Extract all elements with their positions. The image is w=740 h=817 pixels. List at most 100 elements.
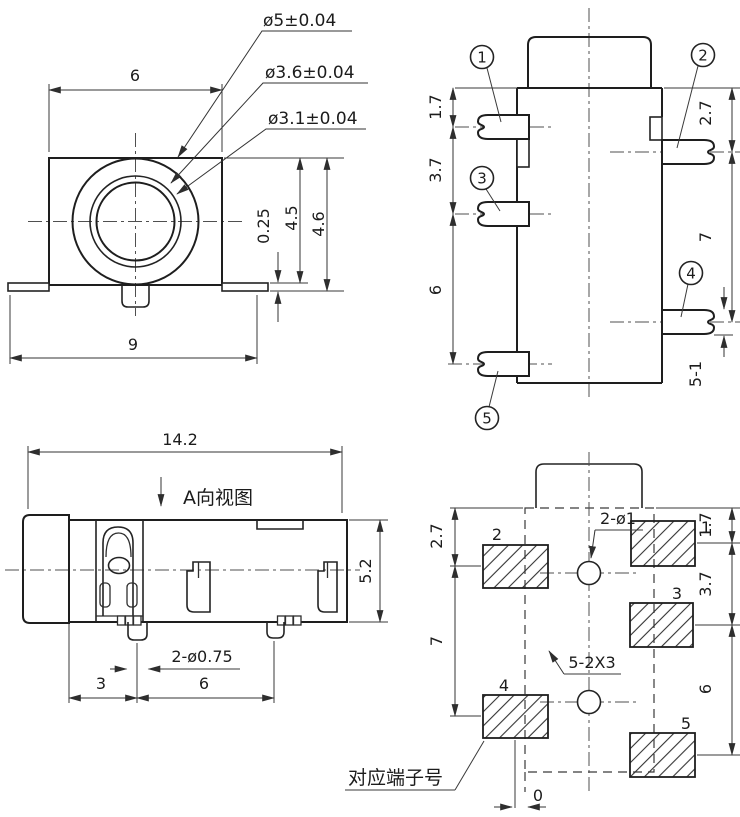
side-spring-inner	[105, 532, 132, 558]
terminal-1-leg	[516, 138, 530, 168]
front-view: ø5±0.04 ø3.6±0.04 ø3.1±0.04 6 9 0.25 4.5…	[7, 11, 368, 364]
pcb-footprint-view: 2 1 3 4 5 2-ø1 5-2X3 2.7 7 1.7 3.7 6 0 对…	[345, 452, 740, 811]
dim-height-outer: 4.6	[309, 211, 328, 236]
pcb-hole-top	[576, 560, 602, 586]
terminal-4-fork	[661, 309, 716, 335]
front-flange-right	[221, 282, 269, 292]
terminal-body-edges	[516, 88, 663, 384]
dim-pcb-6: 6	[696, 684, 715, 694]
dim-height-inner: 4.5	[282, 205, 301, 230]
ext-terminal-right	[664, 87, 740, 336]
side-body-outline	[68, 519, 348, 623]
hole-label-leader	[589, 529, 597, 559]
terminal-1-balloon	[469, 44, 495, 70]
front-bottom-tab	[121, 285, 150, 308]
leader-d5	[177, 30, 352, 158]
dim-3-7: 3.7	[426, 157, 445, 182]
dim-height: 5.2	[356, 558, 375, 583]
leader-d31	[176, 128, 366, 195]
pcb-pad-3-number: 3	[672, 584, 682, 603]
side-hook-right	[317, 561, 338, 613]
terminal-cap	[527, 36, 652, 88]
leader-d36	[170, 82, 368, 184]
terminal-2-leg	[649, 116, 663, 141]
terminal-2-number: 2	[698, 47, 708, 65]
dim-flange-thickness: 0.25	[254, 208, 273, 244]
terminal-1-fork	[476, 114, 530, 140]
side-peg-right	[266, 622, 285, 639]
side-teeth	[116, 615, 302, 626]
side-barrel	[22, 514, 70, 624]
dim-pin-dia: 2-ø0.75	[171, 647, 232, 666]
side-slot-left	[99, 582, 111, 608]
pcb-pad-2-number: 2	[492, 525, 502, 544]
side-peg-left	[127, 622, 148, 641]
view-a-title: A向视图	[183, 487, 253, 509]
front-circle-middle	[89, 175, 182, 268]
dim-zero: 0	[533, 786, 543, 805]
label-pad-size: 5-2X3	[568, 653, 615, 672]
terminal-2-fork	[661, 139, 716, 165]
ext-pin-pitch	[68, 624, 275, 703]
side-spring-outer	[102, 526, 134, 616]
label-diameter-3-6: ø3.6±0.04	[265, 63, 355, 83]
terminal-number-leaders	[485, 65, 699, 408]
terminal-3-fork	[476, 201, 530, 227]
terminal-4-balloon	[678, 260, 704, 286]
dim-6-left: 6	[426, 285, 445, 295]
pcb-pad-5-number: 5	[681, 714, 691, 733]
side-view-a: A向视图 14.2 5.2 3 6 2-ø0.75	[5, 430, 388, 703]
side-hook-left	[186, 561, 211, 613]
dim-5-1: 5-1	[686, 361, 705, 387]
note-leader	[345, 740, 485, 791]
pcb-centerlines	[540, 452, 640, 793]
pcb-pad-2	[482, 544, 549, 589]
ext-top-width	[48, 84, 223, 152]
side-top-notch	[256, 520, 304, 530]
dim-bottom-width: 9	[128, 335, 138, 354]
terminal-5-number: 5	[482, 410, 492, 428]
dim-pcb-3-7: 3.7	[696, 571, 715, 596]
dim-pcb-1-7: 1.7	[696, 512, 715, 537]
pcb-pad-4-number: 4	[499, 676, 509, 695]
dim-6: 6	[199, 674, 209, 693]
side-slot-right	[126, 582, 138, 608]
note-terminals: 对应端子号	[348, 767, 443, 789]
front-flange-left	[7, 282, 50, 292]
pcb-pad-1-number: 1	[701, 518, 711, 537]
dim-top-width: 6	[130, 66, 140, 85]
terminal-3-balloon	[469, 165, 495, 191]
terminal-2-balloon	[690, 42, 716, 68]
terminal-4-number: 4	[686, 265, 696, 283]
ext-bottom-width	[9, 295, 258, 364]
pcb-pad-3	[629, 602, 694, 648]
side-spring-eye	[107, 556, 131, 575]
dim-length: 14.2	[162, 430, 198, 449]
label-holes: 2-ø1	[600, 509, 636, 528]
dim-2-7: 2.7	[696, 100, 715, 125]
dim-3: 3	[96, 674, 106, 693]
dim-1-7: 1.7	[426, 94, 445, 119]
label-diameter-3-1: ø3.1±0.04	[268, 109, 358, 129]
pad-size-leader	[548, 650, 565, 675]
front-circle-outer	[71, 157, 200, 286]
ext-pcb-right	[656, 507, 740, 756]
ext-length	[27, 446, 343, 513]
front-circle-inner	[95, 181, 176, 262]
pcb-pad-5	[629, 732, 696, 778]
dim-pcb-2-7: 2.7	[427, 523, 446, 548]
pcb-pad-4	[482, 694, 549, 739]
terminal-1-number: 1	[477, 49, 487, 67]
ext-pcb-left	[450, 507, 523, 717]
terminal-5-fork	[476, 351, 530, 377]
pcb-pad-1	[630, 520, 696, 567]
label-diameter-5: ø5±0.04	[263, 11, 336, 31]
side-joint-lines	[95, 520, 144, 622]
dim-7: 7	[696, 232, 715, 242]
dim-pcb-7: 7	[427, 636, 446, 646]
terminal-5-balloon	[474, 405, 500, 431]
pcb-hole-bottom	[576, 689, 602, 715]
terminal-3-number: 3	[477, 170, 487, 188]
